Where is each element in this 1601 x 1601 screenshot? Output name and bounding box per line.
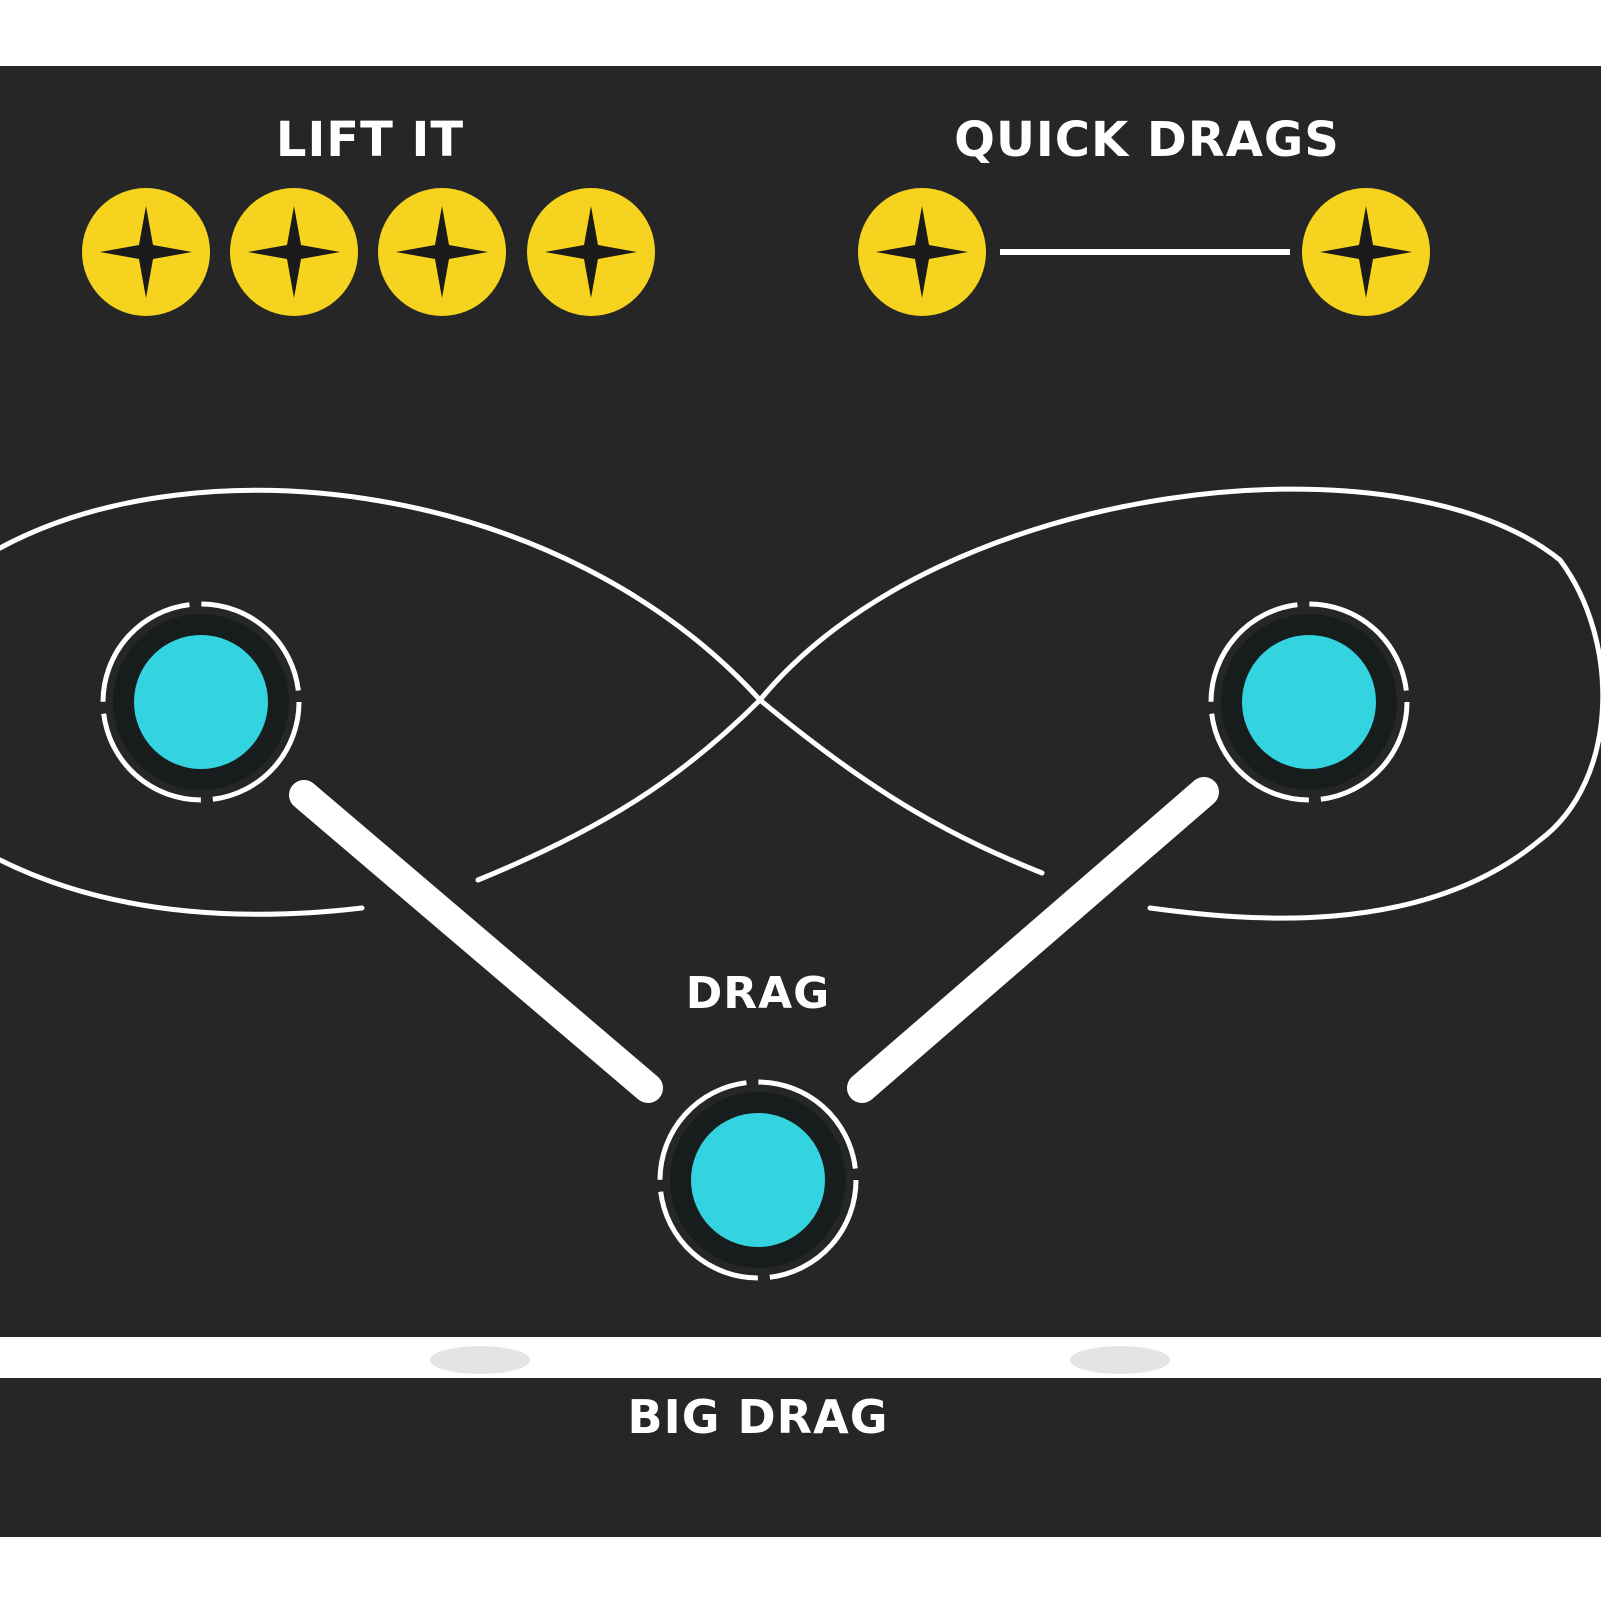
rail-wear-mark xyxy=(1070,1346,1170,1374)
big-drag-label: BIG DRAG xyxy=(627,1390,889,1444)
big-drag-rail xyxy=(0,1340,1601,1378)
mat-board xyxy=(0,66,1601,1337)
quick-drags-label: QUICK DRAGS xyxy=(954,112,1340,168)
drag-label: DRAG xyxy=(685,968,831,1019)
lift-it-label: LIFT IT xyxy=(275,112,465,168)
rail-wear-mark xyxy=(430,1346,530,1374)
big-drag-strip xyxy=(0,1378,1601,1537)
